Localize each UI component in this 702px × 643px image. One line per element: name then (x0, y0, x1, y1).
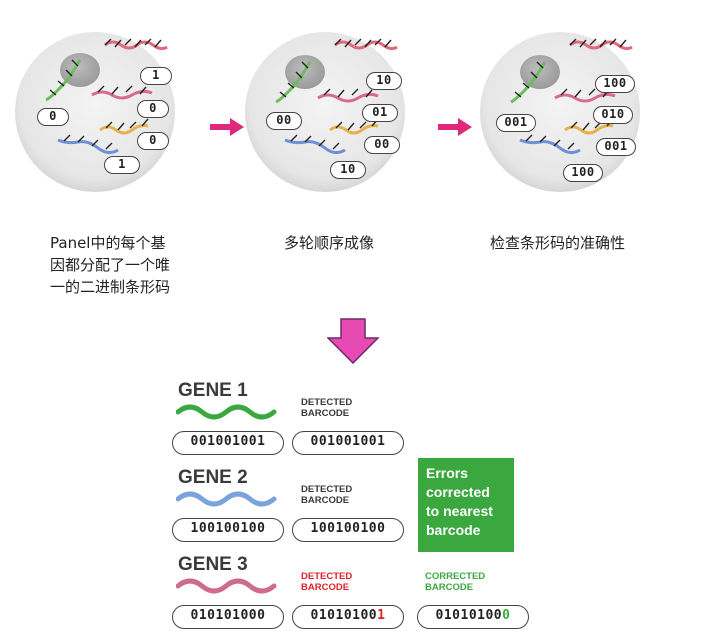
gene-2-wave (176, 491, 277, 507)
barcode-label: 1 (140, 67, 172, 85)
barcode-label: 0 (137, 100, 169, 118)
gene-1-barcode: 001001001 (172, 431, 284, 455)
barcode-label: 010 (593, 106, 633, 124)
gene-3-wave (176, 578, 277, 594)
barcode-label: 10 (330, 161, 366, 179)
barcode-label: 100 (563, 164, 603, 182)
gene-3-title: GENE 3 (178, 554, 248, 575)
barcode-label: 00 (266, 112, 302, 130)
cell-circle-2 (245, 32, 405, 192)
gene-1-detected-barcode: 001001001 (292, 431, 404, 455)
gene-2-barcode: 100100100 (172, 518, 284, 542)
gene-3-corrected-barcode: 010101000 (417, 605, 529, 629)
arrow-right-icon (210, 118, 244, 136)
barcode-label: 001 (496, 114, 536, 132)
corrected-digits: 01010100 (435, 608, 503, 623)
barcode-label: 100 (595, 75, 635, 93)
step-2-caption: 多轮顺序成像 (284, 234, 375, 252)
error-digit: 1 (377, 608, 386, 623)
corrected-digit: 0 (502, 608, 511, 623)
barcode-label: 01 (362, 104, 398, 122)
cell-circle-1 (15, 32, 175, 192)
arrow-down-icon (327, 318, 379, 364)
barcode-label: 0 (37, 108, 69, 126)
gene-2-title: GENE 2 (178, 467, 248, 488)
gene-1-title: GENE 1 (178, 380, 248, 401)
gene-3-detected-barcode: 010101001 (292, 605, 404, 629)
barcode-label: 1 (104, 156, 140, 174)
arrow-right-icon (438, 118, 472, 136)
barcode-label: 0 (137, 132, 169, 150)
gene-1-wave (176, 404, 277, 420)
step-1-caption: Panel中的每个基 因都分配了一个唯 一的二进制条形码 (50, 234, 171, 296)
gene-3-barcode: 010101000 (172, 605, 284, 629)
barcode-label: 10 (366, 72, 402, 90)
gene-2-detected-barcode: 100100100 (292, 518, 404, 542)
barcode-label: 001 (596, 138, 636, 156)
barcode-label: 00 (364, 136, 400, 154)
step-3-caption: 检查条形码的准确性 (490, 234, 626, 252)
errors-corrected-box: Errors corrected to nearest barcode (418, 458, 514, 552)
detected-digits: 01010100 (310, 608, 378, 623)
